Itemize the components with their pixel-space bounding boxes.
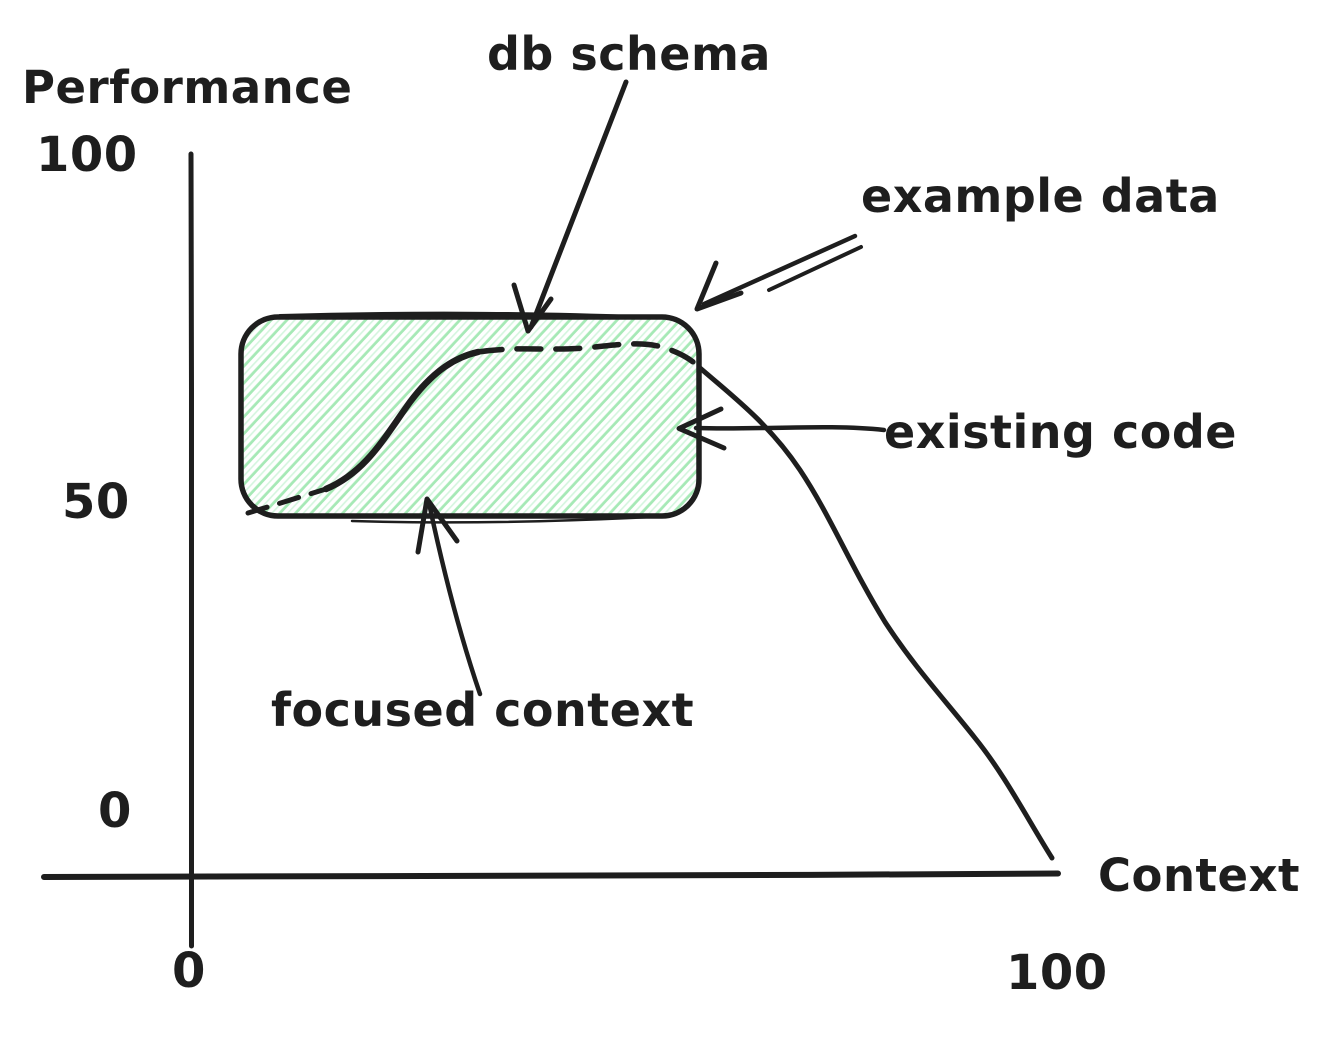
example-data-arrow-shaft-overdraw (767, 245, 863, 292)
y-axis-title: Performance (22, 61, 353, 114)
db-schema-arrowhead-icon (511, 282, 554, 334)
region-sketch-overdraw-bottom (350, 515, 654, 524)
x-tick-0: 0 (172, 943, 206, 999)
focused-context-region (238, 314, 702, 519)
db-schema-arrow (511, 79, 629, 334)
curve-rise-solid (322, 348, 482, 493)
example-data-arrowhead-icon (694, 260, 744, 312)
y-tick-100: 100 (36, 127, 138, 183)
annotation-focused-context: focused context (271, 683, 695, 737)
region-sketch-overdraw-top (278, 311, 657, 319)
x-axis (41, 870, 1061, 880)
focused-context-arrow (415, 496, 483, 697)
y-tick-0: 0 (98, 783, 132, 839)
x-tick-100: 100 (1006, 945, 1108, 1001)
example-data-arrow-shaft (701, 233, 858, 307)
annotation-example-data: example data (861, 169, 1220, 223)
existing-code-arrow-shaft (693, 425, 887, 433)
existing-code-arrow (676, 406, 887, 451)
annotation-db-schema: db schema (487, 27, 771, 81)
curve-plateau-dashed (475, 341, 703, 371)
focused-context-arrow-shaft (426, 500, 483, 697)
db-schema-arrow-shaft (528, 79, 629, 330)
existing-code-arrowhead-icon (676, 406, 727, 451)
curve-start-dashed (245, 486, 329, 516)
curve-fall-solid (697, 365, 1055, 861)
annotation-existing-code: existing code (884, 405, 1237, 459)
y-tick-50: 50 (62, 474, 130, 530)
x-axis-title: Context (1098, 849, 1301, 902)
example-data-arrow (694, 233, 863, 312)
y-axis (188, 151, 194, 949)
focused-context-arrowhead-icon (415, 496, 460, 555)
